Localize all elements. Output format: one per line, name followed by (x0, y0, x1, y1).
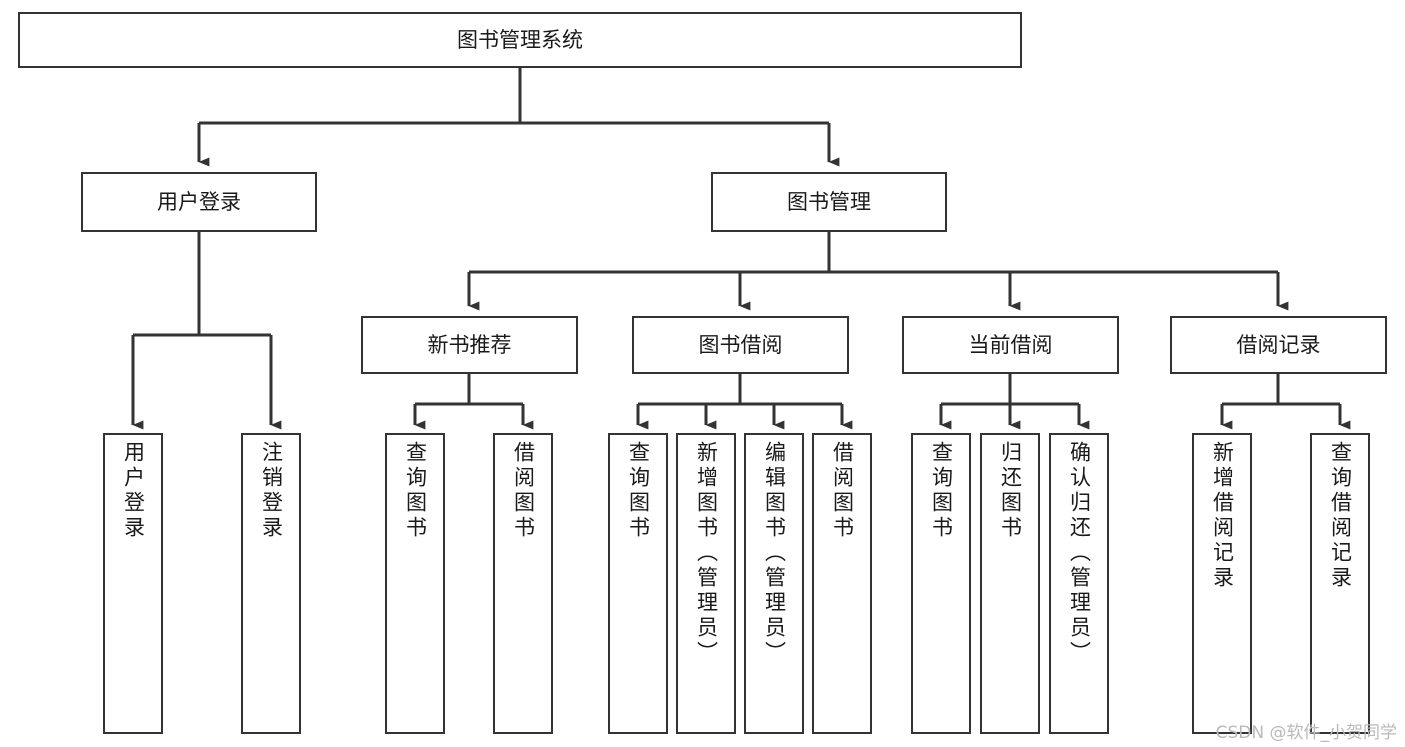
node-book-borrow[interactable]: 图书借阅 (632, 316, 849, 374)
node-root-label: 图书管理系统 (457, 27, 583, 52)
node-leaf-confirm-return-label: 确认归还（管理员） (1067, 441, 1092, 666)
node-leaf-edit-book[interactable]: 编辑图书（管理员） (744, 433, 804, 734)
node-leaf-query-record-label: 查询借阅记录 (1328, 441, 1353, 591)
node-leaf-add-record[interactable]: 新增借阅记录 (1192, 433, 1252, 734)
node-borrow-record[interactable]: 借阅记录 (1170, 316, 1387, 374)
node-current-borrow[interactable]: 当前借阅 (902, 316, 1119, 374)
node-leaf-logout-login[interactable]: 注销登录 (241, 433, 301, 734)
node-leaf-query-record[interactable]: 查询借阅记录 (1310, 433, 1370, 734)
node-leaf-return-book-label: 归还图书 (998, 441, 1023, 541)
node-leaf-query-book-1[interactable]: 查询图书 (385, 433, 445, 734)
node-leaf-return-book[interactable]: 归还图书 (980, 433, 1040, 734)
node-leaf-query-book-1-label: 查询图书 (403, 441, 428, 541)
node-leaf-query-book-2[interactable]: 查询图书 (608, 433, 668, 734)
node-user-login-label: 用户登录 (157, 189, 241, 214)
node-user-login[interactable]: 用户登录 (81, 172, 317, 232)
watermark-text: CSDN @软件_小贺同学 (1215, 723, 1397, 743)
node-leaf-add-book[interactable]: 新增图书（管理员） (676, 433, 736, 734)
node-leaf-query-book-2-label: 查询图书 (626, 441, 651, 541)
node-current-borrow-label: 当前借阅 (968, 332, 1053, 357)
node-leaf-query-book-3-label: 查询图书 (929, 441, 954, 541)
node-leaf-edit-book-label: 编辑图书（管理员） (762, 441, 787, 666)
node-book-management-label: 图书管理 (787, 189, 871, 214)
node-leaf-borrow-book-1-label: 借阅图书 (511, 441, 536, 541)
node-book-borrow-label: 图书借阅 (698, 332, 783, 357)
node-book-management[interactable]: 图书管理 (711, 172, 947, 232)
node-leaf-logout-login-label: 注销登录 (259, 441, 284, 541)
node-new-book-recommend-label: 新书推荐 (427, 332, 512, 357)
node-leaf-borrow-book-1[interactable]: 借阅图书 (493, 433, 553, 734)
node-leaf-borrow-book-2-label: 借阅图书 (830, 441, 855, 541)
node-borrow-record-label: 借阅记录 (1236, 332, 1321, 357)
node-leaf-add-record-label: 新增借阅记录 (1210, 441, 1235, 591)
node-leaf-confirm-return[interactable]: 确认归还（管理员） (1049, 433, 1109, 734)
node-leaf-add-book-label: 新增图书（管理员） (694, 441, 719, 666)
node-leaf-query-book-3[interactable]: 查询图书 (911, 433, 971, 734)
node-leaf-borrow-book-2[interactable]: 借阅图书 (812, 433, 872, 734)
node-leaf-user-login-label: 用户登录 (121, 441, 146, 541)
node-new-book-recommend[interactable]: 新书推荐 (361, 316, 578, 374)
node-root[interactable]: 图书管理系统 (18, 12, 1022, 68)
node-leaf-user-login[interactable]: 用户登录 (103, 433, 163, 734)
